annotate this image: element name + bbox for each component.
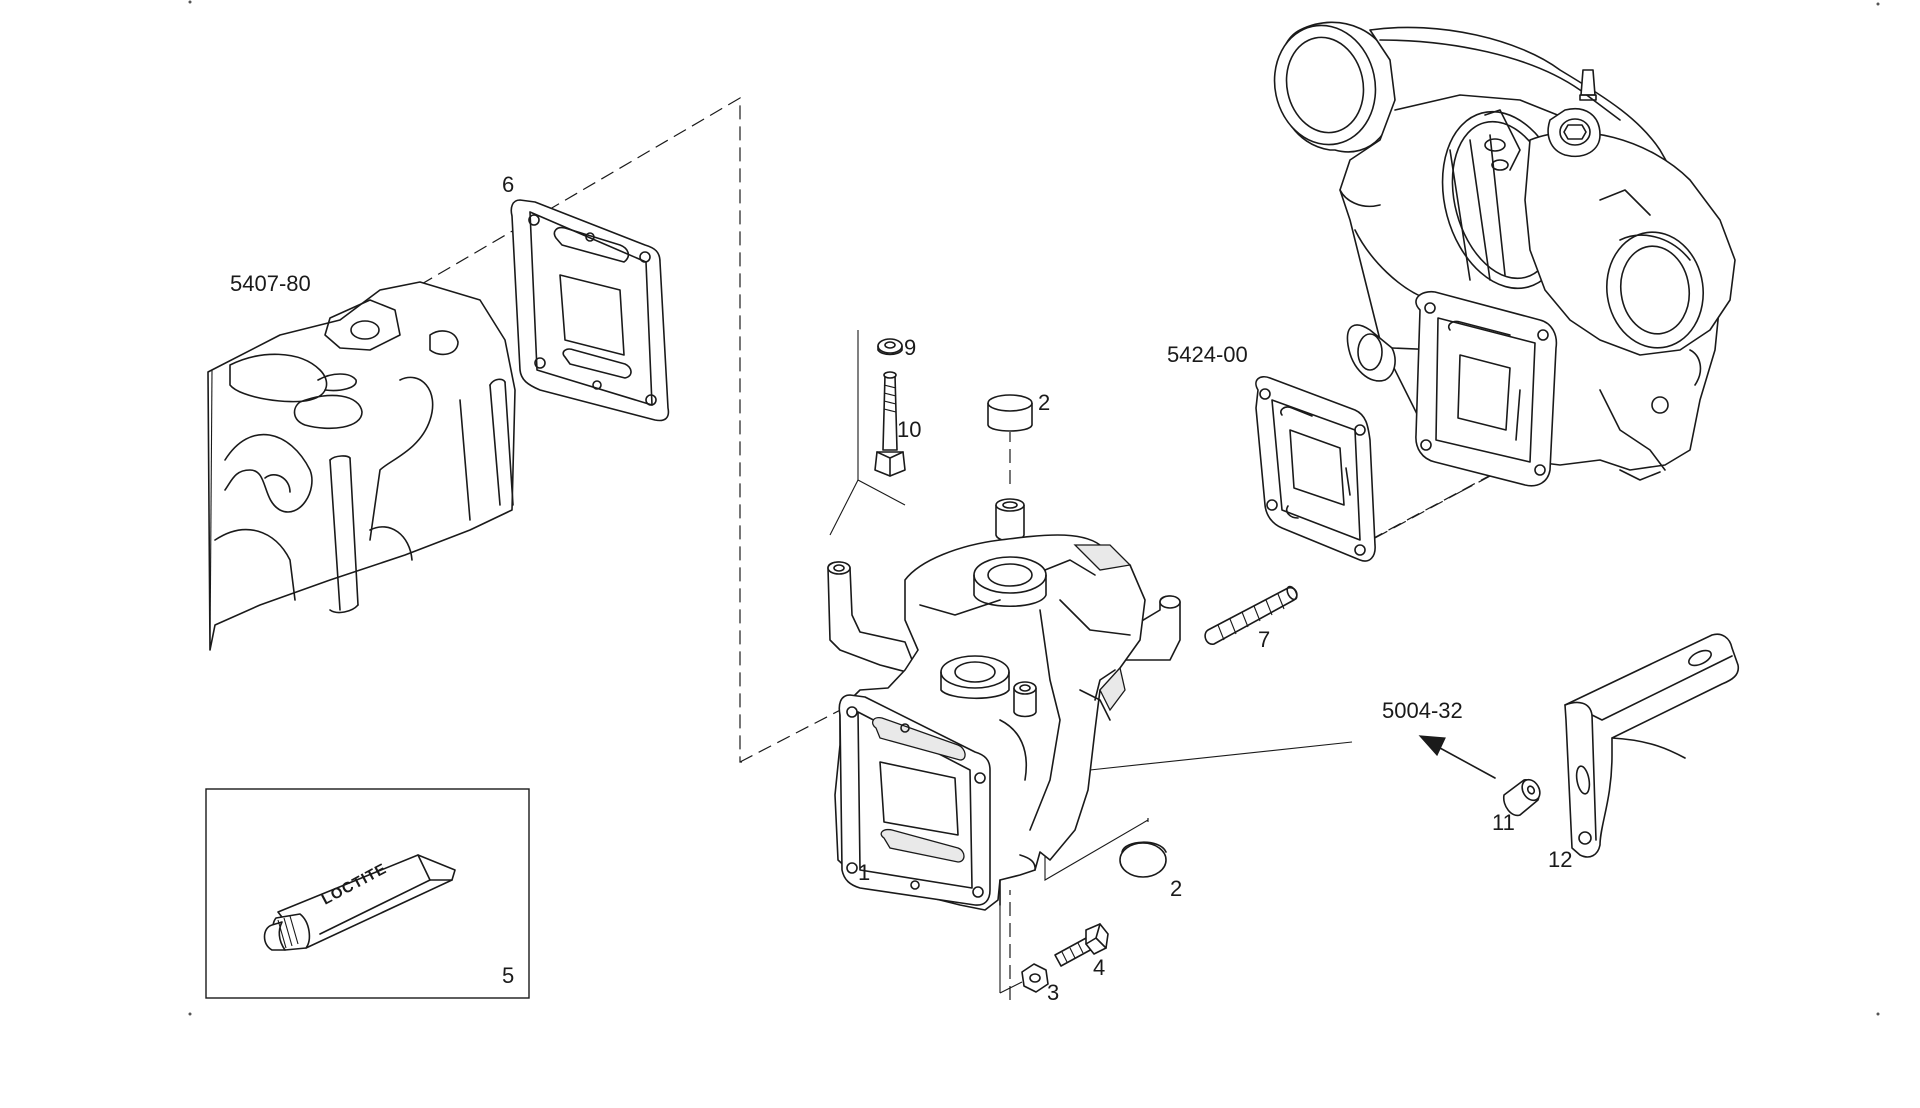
- stud-7: [1204, 585, 1298, 645]
- bolt-4: [1054, 923, 1109, 967]
- label-ref-5424-00: 5424-00: [1167, 342, 1248, 367]
- label-item-5: 5: [502, 963, 514, 988]
- label-item-1: 1: [858, 860, 870, 885]
- reference-arrow-5004-32: [1418, 735, 1496, 779]
- nut-3: [1021, 963, 1049, 993]
- exhaust-manifold-section: [207, 281, 516, 651]
- label-item-12: 12: [1548, 847, 1572, 872]
- label-item-4: 4: [1093, 955, 1105, 980]
- bolt-10: [874, 371, 906, 477]
- loctite-box-5: LOCTITE: [205, 788, 530, 999]
- bracket-12: [1564, 633, 1740, 858]
- label-item-11: 11: [1492, 810, 1515, 835]
- washer-9: [877, 338, 903, 356]
- label-item-10: 10: [897, 417, 921, 442]
- diagram-labels: 5407-80 5424-00 5004-32 1 2 2 3 4 5 6 7 …: [230, 172, 1572, 1005]
- label-item-3: 3: [1047, 980, 1059, 1005]
- label-item-9: 9: [904, 335, 916, 360]
- plug-2-top: [987, 394, 1033, 432]
- registration-marks: [188, 0, 1880, 1016]
- spacer-11: [1502, 778, 1541, 817]
- housing-1: [827, 498, 1181, 911]
- gasket-5424-00: [1255, 375, 1376, 562]
- label-item-2-top: 2: [1038, 390, 1050, 415]
- label-ref-5407-80: 5407-80: [230, 271, 311, 296]
- turbocharger: [1273, 21, 1736, 487]
- label-item-2-bottom: 2: [1170, 876, 1182, 901]
- label-item-7: 7: [1258, 627, 1270, 652]
- gasket-6: [510, 199, 670, 422]
- label-ref-5004-32: 5004-32: [1382, 698, 1463, 723]
- label-item-6: 6: [502, 172, 514, 197]
- plug-2-bottom: [1119, 841, 1167, 878]
